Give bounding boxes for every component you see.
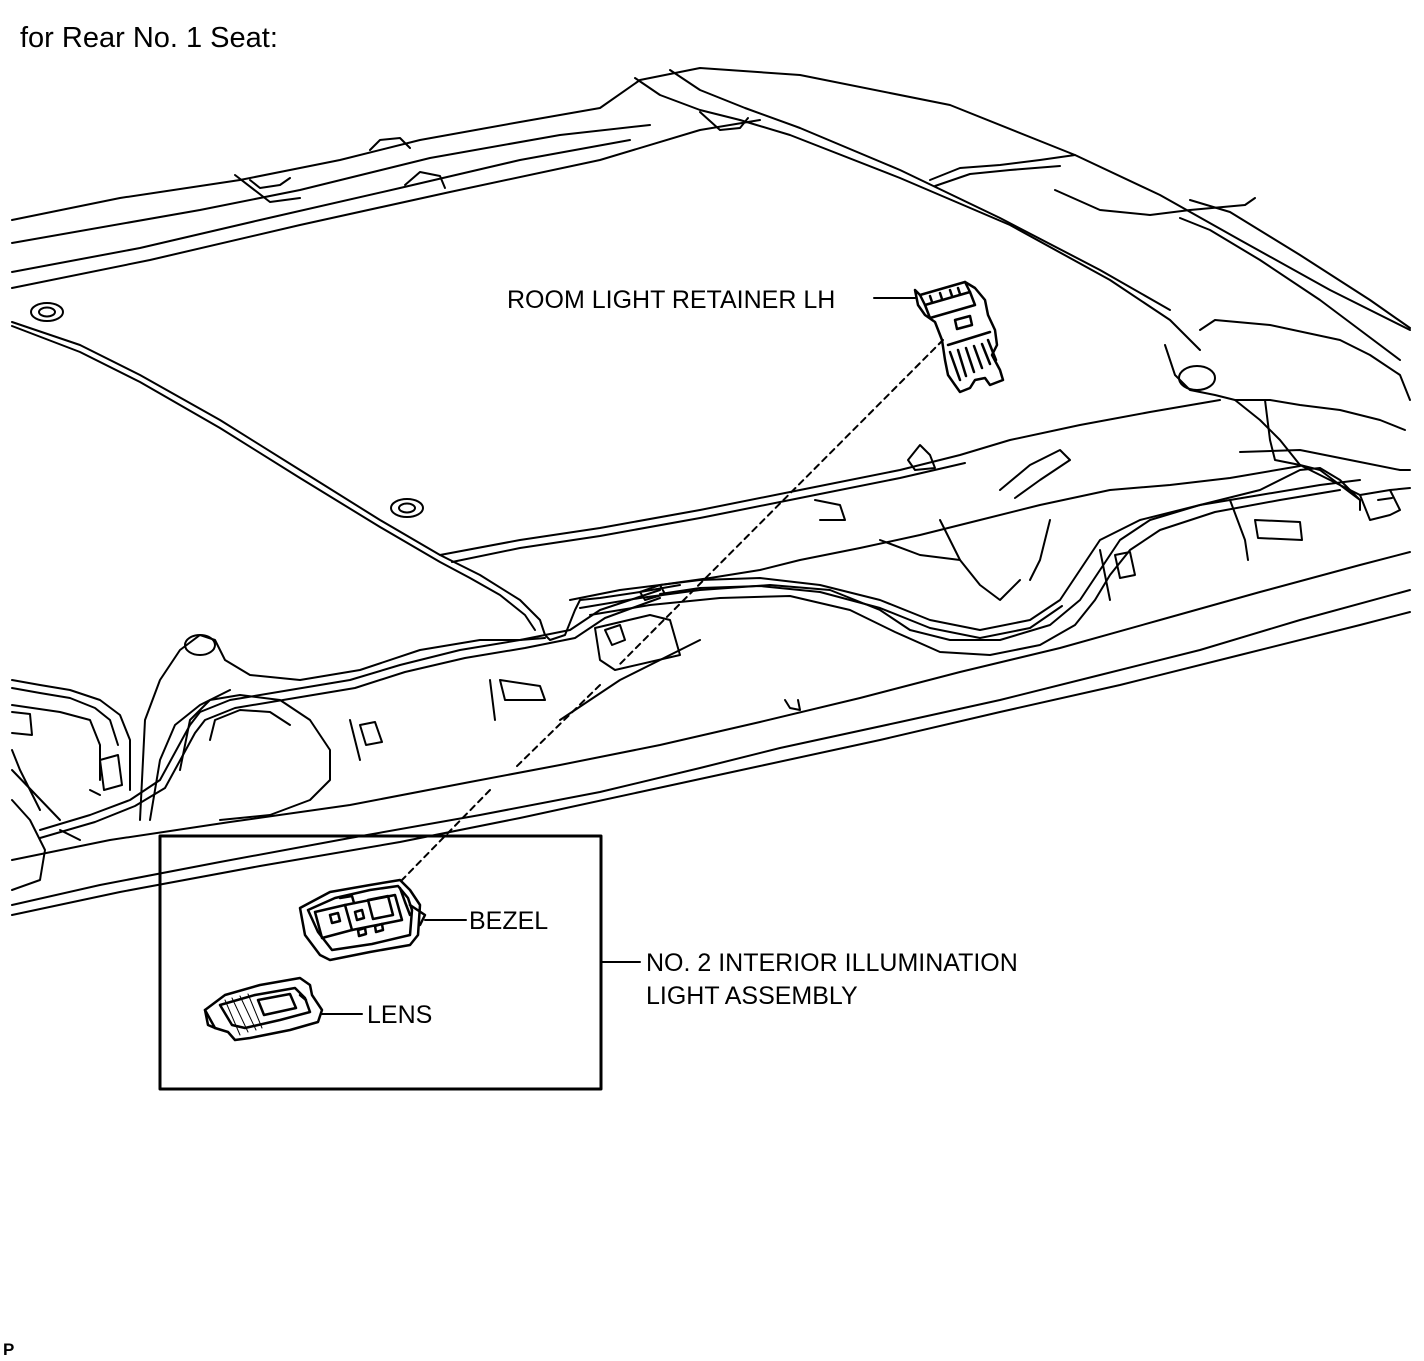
side-rail: [11, 399, 1411, 916]
assembly-label-line1: NO. 2 INTERIOR ILLUMINATION: [646, 949, 1018, 977]
wire-harness: [39, 467, 1361, 839]
lens-part: [203, 976, 324, 1042]
assembly-label-line2: LIGHT ASSEMBLY: [646, 982, 858, 1010]
retainer-label: ROOM LIGHT RETAINER LH: [507, 286, 836, 314]
lens-label: LENS: [367, 1001, 433, 1029]
bezel-part: [298, 878, 427, 962]
mounting-boss: [390, 498, 424, 518]
footer-mark: P: [3, 1340, 15, 1359]
left-rear-section: [11, 679, 131, 891]
bezel-label: BEZEL: [469, 907, 549, 935]
installation-path-dashed: [401, 339, 944, 881]
room-light-retainer-part: [913, 280, 1005, 394]
mounting-boss: [1178, 365, 1216, 391]
detail-callout-box: [158, 834, 603, 1091]
page-caption: for Rear No. 1 Seat:: [20, 22, 278, 54]
mounting-boss: [30, 302, 64, 322]
roof-panel: [11, 67, 1411, 641]
